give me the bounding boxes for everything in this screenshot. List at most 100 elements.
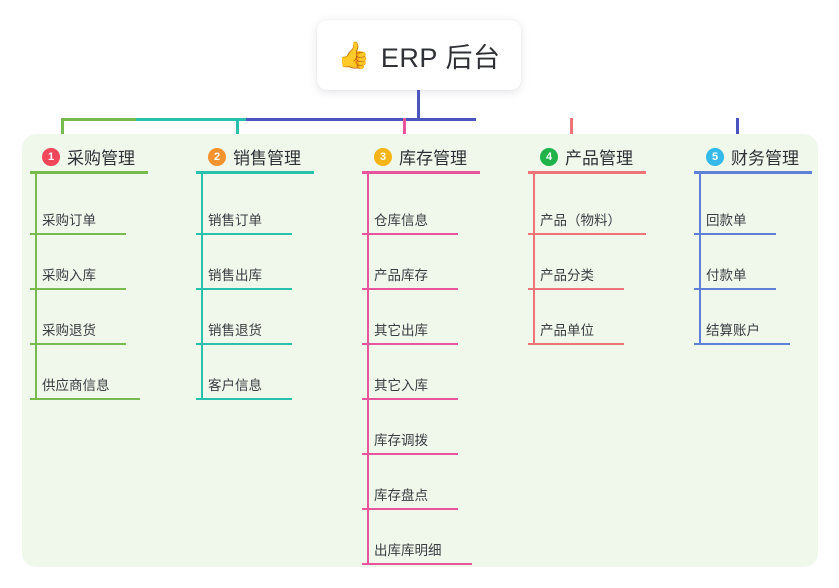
category-spine-5 — [699, 174, 701, 345]
category-item-rule — [196, 398, 292, 400]
category-item[interactable]: 销售订单 — [196, 180, 346, 235]
category-item-label: 采购订单 — [42, 213, 96, 228]
category-item-rule — [196, 288, 292, 290]
category-item-label: 其它出库 — [374, 323, 428, 338]
root-node-card[interactable]: 👍 ERP 后台 — [317, 20, 521, 90]
category-item[interactable]: 产品分类 — [528, 235, 678, 290]
category-item-label: 仓库信息 — [374, 213, 428, 228]
category-item[interactable]: 采购退货 — [30, 290, 180, 345]
category-header-rule-1 — [30, 171, 148, 174]
category-item[interactable]: 供应商信息 — [30, 345, 180, 400]
category-item[interactable]: 其它入库 — [362, 345, 512, 400]
category-item-rule — [694, 288, 776, 290]
category-item-rule — [362, 453, 458, 455]
category-item-label: 客户信息 — [208, 378, 262, 393]
category-title-4: 产品管理 — [565, 149, 633, 168]
category-item-label: 回款单 — [706, 213, 747, 228]
category-header-rule-4 — [528, 171, 646, 174]
category-item-rule — [694, 233, 776, 235]
connector-drop-1 — [61, 118, 64, 148]
category-item[interactable]: 产品（物料） — [528, 180, 678, 235]
category-item-rule — [362, 398, 458, 400]
connector-drop-4 — [570, 118, 573, 148]
connector-bus-segment-1 — [61, 118, 136, 121]
category-header-rule-5 — [694, 171, 812, 174]
category-item-label: 销售订单 — [208, 213, 262, 228]
category-item[interactable]: 采购入库 — [30, 235, 180, 290]
thumbs-up-icon: 👍 — [337, 40, 370, 70]
category-item-rule — [30, 233, 126, 235]
category-spine-3 — [367, 174, 369, 565]
category-badge-1: 1 — [42, 147, 60, 166]
category-item[interactable]: 库存盘点 — [362, 455, 512, 510]
category-item-rule — [362, 343, 458, 345]
category-item-label: 供应商信息 — [42, 378, 110, 393]
connector-drop-3 — [403, 118, 406, 148]
category-header-rule-3 — [362, 171, 480, 174]
category-column-4: 4 产品管理产品（物料） 产品分类产品单位 — [528, 134, 678, 567]
category-item[interactable]: 其它出库 — [362, 290, 512, 345]
connector-bus-segment-3 — [246, 118, 476, 121]
category-badge-2: 2 — [208, 147, 226, 166]
category-item-label: 销售出库 — [208, 268, 262, 283]
category-item[interactable]: 销售退货 — [196, 290, 346, 345]
category-item-rule — [362, 563, 472, 565]
category-item-label: 产品库存 — [374, 268, 428, 283]
category-title-5: 财务管理 — [731, 149, 799, 168]
category-item-rule — [30, 288, 126, 290]
category-item-label: 其它入库 — [374, 378, 428, 393]
root-node-title: ERP 后台 — [380, 42, 501, 73]
category-item-rule — [30, 343, 126, 345]
category-item[interactable]: 库存调拨 — [362, 400, 512, 455]
category-item[interactable]: 回款单 — [694, 180, 839, 235]
category-header-2[interactable]: 2 销售管理 — [208, 144, 301, 169]
category-item[interactable]: 采购订单 — [30, 180, 180, 235]
category-item-rule — [694, 343, 790, 345]
category-spine-1 — [35, 174, 37, 400]
category-badge-5: 5 — [706, 147, 724, 166]
category-item[interactable]: 产品单位 — [528, 290, 678, 345]
connector-bus-segment-2 — [136, 118, 246, 121]
category-item-label: 采购入库 — [42, 268, 96, 283]
category-item-rule — [528, 343, 624, 345]
category-item-rule — [528, 233, 646, 235]
category-header-1[interactable]: 1 采购管理 — [42, 144, 135, 169]
category-title-1: 采购管理 — [67, 149, 135, 168]
category-item[interactable]: 付款单 — [694, 235, 839, 290]
category-item-label: 产品（物料） — [540, 213, 621, 228]
category-item-label: 产品单位 — [540, 323, 594, 338]
category-title-3: 库存管理 — [399, 149, 467, 168]
connector-drop-5 — [736, 118, 739, 148]
category-spine-2 — [201, 174, 203, 400]
category-item-label: 库存调拨 — [374, 433, 428, 448]
category-item-rule — [362, 288, 458, 290]
root-node-content: 👍 ERP 后台 — [338, 36, 501, 75]
category-item[interactable]: 销售出库 — [196, 235, 346, 290]
category-header-5[interactable]: 5 财务管理 — [706, 144, 799, 169]
category-item-label: 付款单 — [706, 268, 747, 283]
category-column-2: 2 销售管理销售订单销售出库销售退货客户信息 — [196, 134, 346, 567]
category-item-rule — [196, 233, 292, 235]
category-item-rule — [362, 508, 458, 510]
category-column-5: 5 财务管理回款单付款单结算账户 — [694, 134, 839, 567]
connector-drop-2 — [236, 118, 239, 148]
category-spine-4 — [533, 174, 535, 345]
category-header-rule-2 — [196, 171, 314, 174]
category-item-rule — [30, 398, 140, 400]
category-item-label: 出库库明细 — [374, 543, 442, 558]
category-item-rule — [196, 343, 292, 345]
category-item[interactable]: 出库库明细 — [362, 510, 512, 565]
category-item-rule — [528, 288, 624, 290]
connector-stem — [417, 90, 420, 121]
category-badge-4: 4 — [540, 147, 558, 166]
category-item[interactable]: 结算账户 — [694, 290, 839, 345]
category-item-label: 销售退货 — [208, 323, 262, 338]
category-title-2: 销售管理 — [233, 149, 301, 168]
category-item[interactable]: 仓库信息 — [362, 180, 512, 235]
category-header-4[interactable]: 4 产品管理 — [540, 144, 633, 169]
category-item[interactable]: 产品库存 — [362, 235, 512, 290]
category-item[interactable]: 客户信息 — [196, 345, 346, 400]
